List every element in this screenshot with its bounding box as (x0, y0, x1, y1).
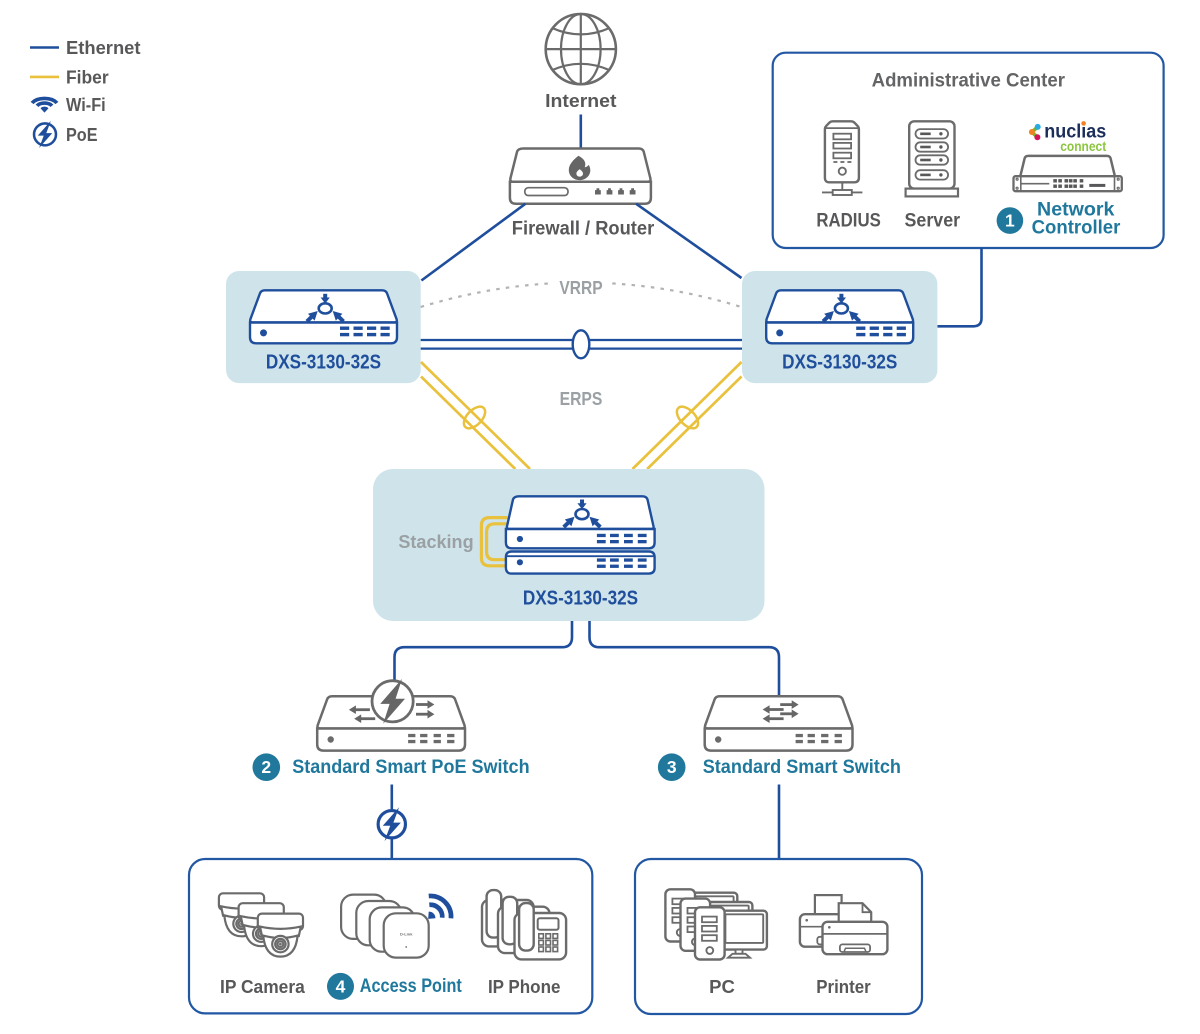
svg-text:D-Link: D-Link (400, 932, 413, 937)
svg-text:VRRP: VRRP (559, 278, 602, 298)
svg-text:PoE: PoE (66, 124, 98, 145)
svg-text:Internet: Internet (545, 90, 616, 111)
svg-text:3: 3 (667, 757, 677, 777)
svg-text:Controller: Controller (1032, 218, 1121, 239)
svg-text:DXS-3130-32S: DXS-3130-32S (523, 588, 638, 610)
svg-text:Access Point: Access Point (360, 976, 463, 997)
svg-text:Ethernet: Ethernet (66, 37, 141, 58)
svg-text:nuclias: nuclias (1044, 121, 1106, 143)
svg-text:IP Phone: IP Phone (488, 976, 561, 997)
svg-text:Wi-Fi: Wi-Fi (66, 94, 106, 115)
svg-text:PC: PC (709, 976, 735, 997)
svg-text:Server: Server (905, 211, 961, 232)
svg-text:DXS-3130-32S: DXS-3130-32S (782, 352, 897, 374)
svg-text:Standard Smart Switch: Standard Smart Switch (703, 757, 901, 778)
svg-text:ERPS: ERPS (560, 389, 603, 409)
svg-text:Stacking: Stacking (398, 532, 473, 552)
svg-text:1: 1 (1005, 211, 1015, 231)
svg-text:Administrative Center: Administrative Center (872, 71, 1066, 92)
svg-text:connect: connect (1060, 139, 1106, 154)
svg-text:4: 4 (336, 976, 346, 996)
svg-text:Fiber: Fiber (66, 66, 109, 87)
svg-text:Standard Smart PoE Switch: Standard Smart PoE Switch (292, 757, 529, 778)
svg-text:Printer: Printer (816, 976, 871, 997)
svg-text:RADIUS: RADIUS (816, 211, 880, 232)
svg-text:Firewall / Router: Firewall / Router (512, 219, 655, 240)
svg-text:2: 2 (261, 757, 271, 777)
svg-text:Network: Network (1037, 200, 1115, 221)
svg-text:DXS-3130-32S: DXS-3130-32S (266, 352, 381, 374)
svg-text:IP Camera: IP Camera (220, 976, 305, 997)
